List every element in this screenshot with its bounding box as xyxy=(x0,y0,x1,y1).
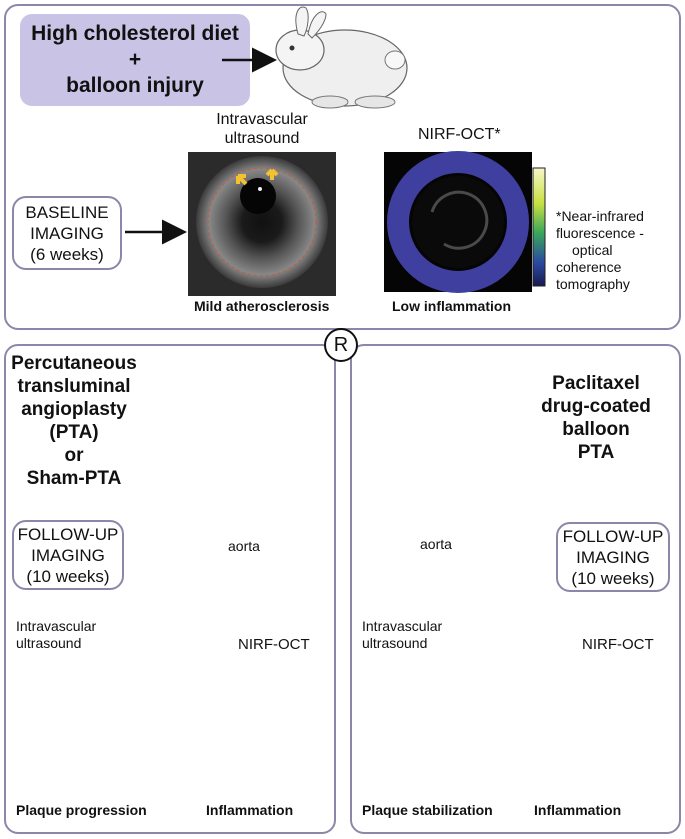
baseline-ivus-title-1: Intravascular xyxy=(216,111,308,128)
right-ivus-title: Intravascular ultrasound xyxy=(362,618,442,652)
left-title-5: or xyxy=(64,445,84,466)
left-followup-2: IMAGING xyxy=(31,545,105,565)
left-followup-box: FOLLOW-UP IMAGING (10 weeks) xyxy=(12,520,124,590)
diet-line-1: High cholesterol diet xyxy=(31,22,239,45)
baseline-nirf-title: NIRF-OCT* xyxy=(418,126,501,143)
left-title-1: Percutaneous xyxy=(11,353,137,374)
left-title-6: Sham-PTA xyxy=(26,468,122,489)
right-followup-box: FOLLOW-UP IMAGING (10 weeks) xyxy=(556,522,670,592)
right-title-2: drug-coated xyxy=(541,396,651,417)
mild-atherosclerosis-caption: Mild atherosclerosis xyxy=(194,298,330,314)
right-plaque-caption: Plaque stabilization xyxy=(362,802,493,818)
right-ivus-title-2: ultrasound xyxy=(362,635,428,651)
left-ivus-title: Intravascular ultrasound xyxy=(16,618,96,652)
baseline-text-2: IMAGING xyxy=(30,223,104,243)
left-title-4: (PTA) xyxy=(49,422,99,443)
footnote-line-1: *Near-infrared xyxy=(556,208,644,224)
left-treatment-title: Percutaneous transluminal angioplasty (P… xyxy=(4,352,144,490)
right-followup-1: FOLLOW-UP xyxy=(562,526,664,546)
left-plaque-caption: Plaque progression xyxy=(16,802,147,818)
diet-plus: + xyxy=(128,48,142,71)
nirf-footnote: *Near-infrared fluorescence - optical co… xyxy=(556,208,644,293)
right-aorta-label: aorta xyxy=(420,536,452,552)
randomize-badge: R xyxy=(324,328,358,362)
diet-line-2: balloon injury xyxy=(66,74,204,97)
right-followup-2: IMAGING xyxy=(576,547,650,567)
baseline-ivus-title-2: ultrasound xyxy=(224,130,300,147)
left-title-3: angioplasty xyxy=(21,399,127,420)
right-title-3: balloon xyxy=(562,419,630,440)
randomize-label: R xyxy=(333,333,349,356)
left-title-2: transluminal xyxy=(17,376,131,397)
diet-box: High cholesterol diet + balloon injury xyxy=(20,14,250,106)
left-followup-3: (10 weeks) xyxy=(26,566,110,586)
right-title-4: PTA xyxy=(577,442,615,463)
left-ivus-title-2: ultrasound xyxy=(16,635,82,651)
footnote-line-3: optical xyxy=(572,242,613,258)
right-followup-3: (10 weeks) xyxy=(571,568,655,588)
left-inflammation-caption: Inflammation xyxy=(206,802,294,818)
right-nirf-title: NIRF-OCT xyxy=(582,636,654,653)
right-treatment-title: Paclitaxel drug-coated balloon PTA xyxy=(526,372,666,464)
baseline-ivus-title: Intravascular ultrasound xyxy=(200,110,324,148)
low-inflammation-caption: Low inflammation xyxy=(392,298,511,314)
baseline-text-1: BASELINE xyxy=(25,202,109,222)
right-inflammation-caption: Inflammation xyxy=(534,802,622,818)
right-title-1: Paclitaxel xyxy=(552,373,640,394)
footnote-line-5: tomography xyxy=(556,276,630,292)
left-nirf-title: NIRF-OCT xyxy=(238,636,310,653)
left-followup-1: FOLLOW-UP xyxy=(17,524,119,544)
right-ivus-title-1: Intravascular xyxy=(362,618,443,634)
footnote-line-2: fluorescence - xyxy=(556,225,644,241)
baseline-text-3: (6 weeks) xyxy=(30,244,104,264)
footnote-line-4: coherence xyxy=(556,259,622,275)
left-aorta-label: aorta xyxy=(228,538,260,554)
baseline-imaging-box: BASELINE IMAGING (6 weeks) xyxy=(12,196,122,270)
left-ivus-title-1: Intravascular xyxy=(16,618,97,634)
